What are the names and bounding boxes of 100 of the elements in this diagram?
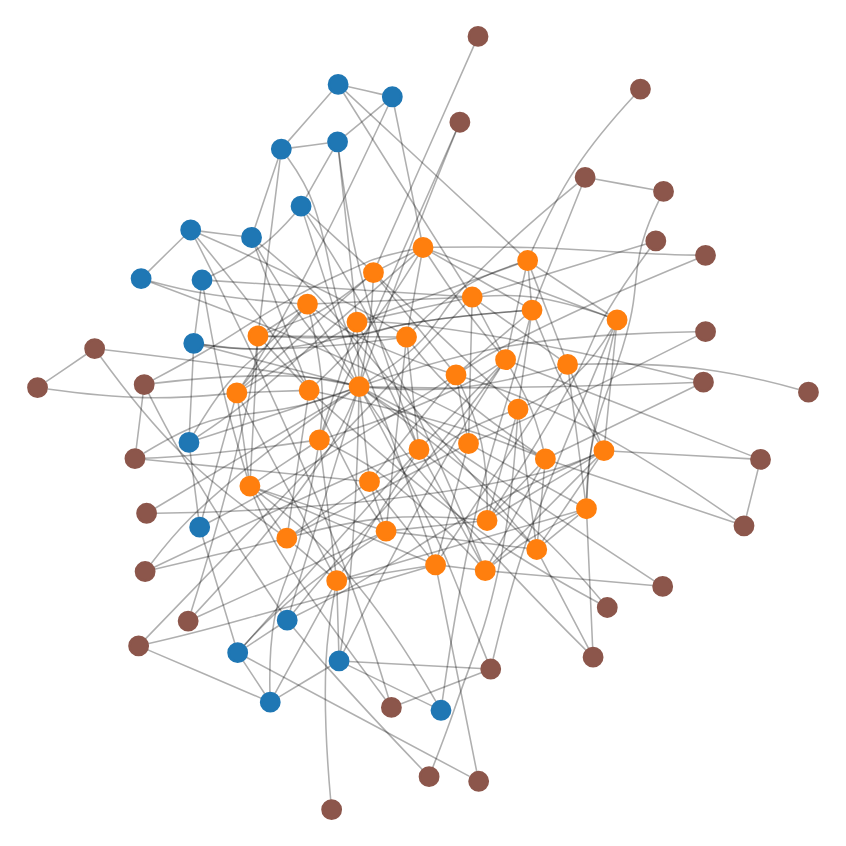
connector — [243, 455, 414, 646]
node-circle — [412, 237, 434, 258]
node-circle — [449, 111, 471, 133]
node-circle — [124, 448, 146, 469]
connector — [374, 488, 431, 558]
node-circle — [381, 697, 402, 718]
node-circle — [495, 349, 516, 371]
node-circle — [458, 433, 479, 454]
node-circle — [653, 181, 674, 202]
connector — [476, 447, 579, 505]
node-circle — [227, 642, 249, 664]
node-circle — [606, 309, 628, 331]
connector — [425, 365, 500, 444]
node-circle — [507, 398, 529, 420]
connector — [367, 330, 698, 385]
node-circle — [130, 268, 152, 289]
node-circle — [84, 338, 106, 359]
node-circle — [693, 371, 714, 393]
node-circle — [557, 353, 578, 375]
connector — [315, 254, 419, 385]
connector — [245, 656, 471, 778]
node-circle — [381, 86, 403, 108]
node-circle — [290, 195, 312, 217]
node-circle — [468, 770, 490, 792]
connector — [375, 381, 451, 475]
node-circle — [695, 321, 716, 343]
connector — [553, 461, 736, 524]
node-circle — [180, 219, 202, 241]
node-circle — [276, 609, 298, 631]
node-circle — [695, 244, 716, 266]
connector — [585, 198, 661, 500]
node-circle — [298, 379, 320, 401]
node-circle — [27, 377, 48, 398]
connector — [412, 262, 520, 331]
node-circle — [128, 635, 150, 657]
connector — [379, 278, 512, 404]
node-circle — [596, 597, 618, 618]
node-circle — [480, 658, 502, 680]
node-circle — [359, 471, 380, 493]
node-circle — [327, 74, 349, 95]
connector — [530, 95, 635, 253]
connector — [341, 456, 415, 573]
node-circle — [297, 293, 318, 315]
node-circle — [408, 439, 430, 460]
node-circle — [425, 554, 447, 576]
connector — [274, 587, 334, 695]
node-circle — [189, 516, 211, 538]
node-circle — [348, 376, 370, 397]
node-circle — [239, 475, 261, 497]
node-circle — [630, 78, 651, 100]
node-circle — [346, 311, 368, 333]
node-circle — [430, 699, 452, 721]
connector — [365, 321, 696, 381]
node-circle — [652, 576, 674, 597]
connector — [376, 44, 475, 265]
node-circle — [328, 650, 350, 672]
node-circle — [517, 250, 539, 271]
node-circle — [276, 527, 298, 549]
connector — [425, 454, 531, 544]
node-circle — [136, 502, 158, 524]
node-circle — [321, 799, 343, 821]
connector — [269, 448, 319, 694]
node-circle — [476, 510, 498, 531]
connector — [378, 279, 451, 368]
node-circle — [177, 610, 199, 632]
connector — [314, 309, 448, 373]
node-circle — [798, 381, 819, 403]
node-circle — [326, 570, 348, 592]
node-circle — [467, 25, 489, 47]
connector — [195, 534, 378, 618]
node-circle — [134, 561, 156, 582]
node-circle — [593, 440, 615, 462]
node-circle — [327, 131, 348, 153]
node-circle — [226, 382, 248, 404]
node-circle — [308, 429, 330, 451]
node-circle — [178, 432, 200, 453]
node-circle — [445, 364, 467, 386]
node-circle — [645, 230, 667, 252]
node-circle — [247, 325, 269, 347]
connector — [440, 371, 563, 557]
node-circle — [183, 332, 205, 354]
connector — [526, 327, 613, 406]
node-circle — [133, 374, 155, 396]
node-circle — [582, 646, 604, 668]
connector — [377, 411, 511, 479]
node-circle — [576, 498, 597, 520]
connector — [210, 212, 296, 277]
connector — [480, 242, 648, 295]
node-circle — [363, 262, 384, 283]
connector — [292, 626, 424, 771]
connector — [363, 394, 489, 662]
connector — [411, 344, 538, 455]
node-circle — [259, 691, 281, 713]
node-circle — [526, 539, 548, 560]
node-circle — [474, 560, 496, 582]
node-circle — [270, 138, 292, 160]
node-circle — [191, 269, 213, 291]
node-circle — [574, 166, 596, 188]
node-circle — [418, 766, 440, 788]
node-circle — [461, 286, 483, 308]
